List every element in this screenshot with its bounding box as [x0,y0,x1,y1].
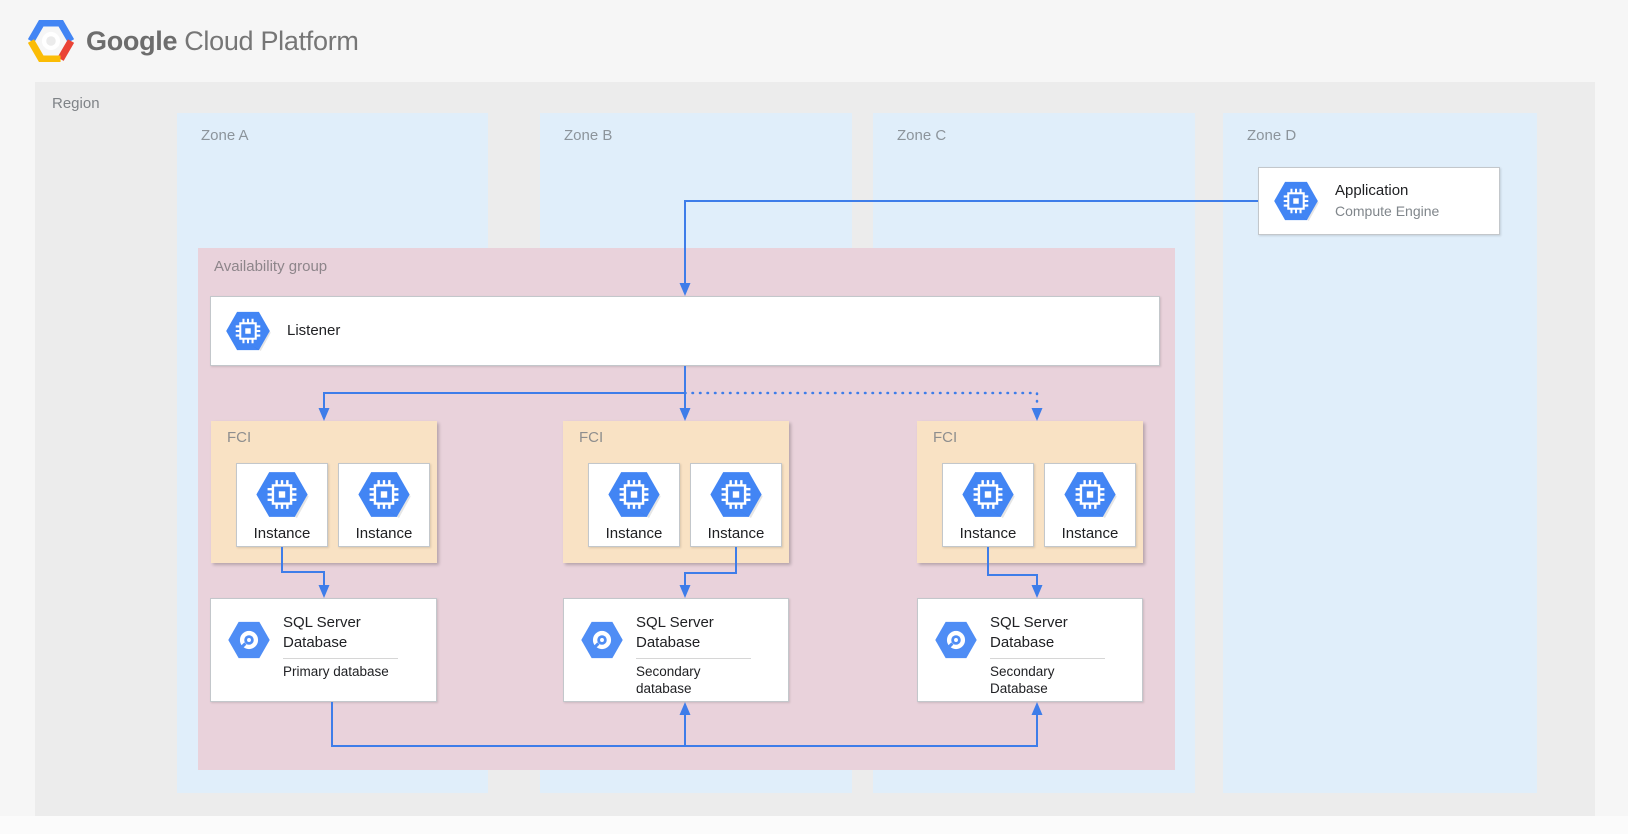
divider [990,658,1105,659]
fci-group-2: FCI Instance Instance [563,421,789,563]
db-role-label: Secondary database [636,664,701,696]
application-title: Application [1335,182,1409,199]
application-subtitle: Compute Engine [1335,203,1440,219]
compute-engine-icon [1273,181,1319,221]
compute-engine-icon [255,471,309,518]
zone-c-label: Zone C [897,127,947,144]
application-card: Application Compute Engine [1258,167,1500,235]
db-title-line1: SQL Server [990,614,1068,631]
listener-card: Listener [210,296,1160,366]
gcp-logo-icon [28,20,74,62]
listener-label: Listener [287,322,341,339]
instance-label: Instance [605,525,663,542]
db-title-line2: Database [990,634,1055,651]
compute-engine-icon [961,471,1015,518]
sql-server-icon [227,621,271,659]
fci-3-instance-1: Instance [942,463,1034,547]
instance-label: Instance [355,525,413,542]
compute-engine-icon [225,311,271,351]
region-label: Region [52,95,100,112]
availability-group-label: Availability group [214,258,328,275]
instance-label: Instance [959,525,1017,542]
fci-group-3: FCI Instance Instance [917,421,1143,563]
db-title-line1: SQL Server [283,614,361,631]
compute-engine-icon [709,471,763,518]
fci-2-instance-2: Instance [690,463,782,547]
fci-group-1: FCI Instance Instance [211,421,437,563]
fci-3-label: FCI [933,429,958,446]
divider [636,658,751,659]
logo-cloud-platform-text: Cloud Platform [184,25,359,56]
compute-engine-icon [357,471,411,518]
fci-2-instance-1: Instance [588,463,680,547]
zone-d-label: Zone D [1247,127,1297,144]
zone-a-label: Zone A [201,127,249,144]
fci-3-instance-2: Instance [1044,463,1136,547]
sql-server-icon [934,621,978,659]
fci-2-label: FCI [579,429,604,446]
instance-label: Instance [253,525,311,542]
db-title-line2: Database [283,634,348,651]
divider [283,658,398,659]
sql-server-icon [580,621,624,659]
db-title-line2: Database [636,634,701,651]
compute-engine-icon [1063,471,1117,518]
bottom-strip [0,816,1628,834]
db-role-label: Secondary Database [990,664,1055,696]
db-role-label: Primary database [283,664,389,679]
instance-label: Instance [1061,525,1119,542]
db-title-line1: SQL Server [636,614,714,631]
logo-google-text: Google [86,25,178,56]
fci-1-instance-1: Instance [236,463,328,547]
zone-b-label: Zone B [564,127,613,144]
fci-1-label: FCI [227,429,252,446]
compute-engine-icon [607,471,661,518]
instance-label: Instance [707,525,765,542]
fci-1-instance-2: Instance [338,463,430,547]
